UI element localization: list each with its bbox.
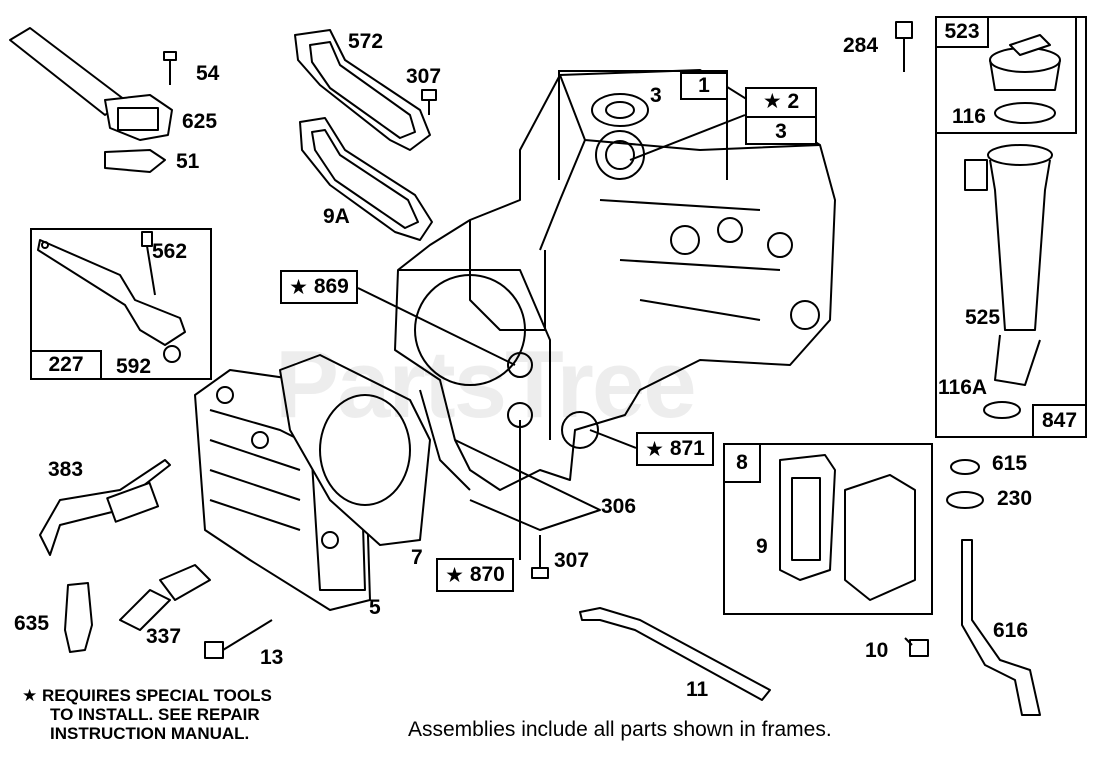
callout-847: 847	[1032, 404, 1087, 438]
frame-crankcase-assembly	[558, 70, 728, 180]
part-label-307-lower: 307	[554, 549, 590, 572]
bolt-307-top-part	[421, 89, 437, 115]
callout-870-label: 870	[469, 563, 505, 586]
head-gasket-bore	[319, 394, 411, 506]
spark-plug-boot-part	[64, 582, 93, 653]
part-label-11: 11	[686, 678, 709, 701]
star-symbol: ★	[645, 437, 664, 461]
callout-871: ★ 871	[636, 432, 714, 466]
note-line-2: TO INSTALL. SEE REPAIR	[50, 705, 260, 724]
part-label-592: 592	[116, 355, 152, 378]
part-label-625: 625	[182, 110, 218, 133]
spark-plug-part	[119, 564, 211, 631]
callout-2-3: ★ 2 3	[745, 87, 817, 145]
breather-assembly-part	[779, 454, 916, 601]
part-label-5: 5	[369, 596, 381, 619]
gasket-51-part	[104, 149, 166, 173]
frame-cap-assembly	[935, 16, 1077, 134]
part-label-9a: 9A	[323, 205, 350, 228]
part-label-635: 635	[14, 612, 50, 635]
dipstick-tube-part	[964, 144, 1053, 419]
gasket-572-part	[294, 29, 431, 151]
gasket-9a-part	[299, 117, 433, 241]
governor-lever-part	[37, 231, 186, 363]
star-symbol: ★	[762, 90, 782, 113]
part-label-230: 230	[997, 487, 1033, 510]
star-symbol: ★	[22, 686, 38, 705]
frame-breather-assembly	[723, 443, 933, 615]
cylinder-block-part	[394, 69, 836, 531]
callout-523: 523	[935, 16, 989, 48]
callout-1: 1	[680, 72, 728, 100]
gasket-572-inner	[309, 41, 416, 139]
part-label-562: 562	[152, 240, 188, 263]
part-label-13: 13	[260, 646, 284, 669]
washer-230-part	[946, 491, 984, 509]
callout-2-label: 2	[787, 90, 800, 113]
watermark: PartsTree	[275, 331, 697, 438]
leader-lines	[357, 114, 746, 560]
callout-870: ★ 870	[436, 558, 514, 592]
bolt-307-lower-part	[531, 535, 549, 579]
assemblies-footnote: Assemblies include all parts shown in fr…	[408, 718, 832, 741]
part-label-9: 9	[756, 535, 768, 558]
part-label-572: 572	[348, 30, 384, 53]
part-label-7: 7	[411, 546, 423, 569]
callout-869: ★ 869	[280, 270, 358, 304]
part-label-51: 51	[176, 150, 200, 173]
callout-3b-label: 3	[775, 120, 787, 143]
note-line-3: INSTRUCTION MANUAL.	[50, 724, 250, 743]
head-gasket-part	[279, 354, 431, 546]
part-label-337: 337	[146, 625, 182, 648]
part-label-116a: 116A	[938, 376, 988, 399]
gasket-9a-inner	[311, 129, 419, 229]
part-label-615: 615	[992, 452, 1028, 475]
part-label-306: 306	[601, 495, 637, 518]
part-label-54: 54	[196, 62, 220, 85]
callout-8: 8	[723, 443, 761, 483]
bolt-13-part	[204, 619, 273, 659]
special-tools-note: ★ REQUIRES SPECIAL TOOLS TO INSTALL. SEE…	[22, 686, 272, 743]
washer-615-part	[950, 459, 980, 475]
note-line-1: REQUIRES SPECIAL TOOLS	[41, 686, 272, 705]
part-label-3: 3	[650, 84, 662, 107]
dipstick-cap-part	[989, 34, 1061, 124]
part-label-284: 284	[843, 34, 879, 57]
part-label-10: 10	[865, 639, 889, 662]
callout-869-label: 869	[313, 275, 349, 298]
spark-plug-wrench-part	[39, 459, 171, 556]
dipstick-part	[961, 539, 1041, 716]
oil-seal-part	[591, 93, 649, 127]
star-symbol: ★	[445, 563, 464, 587]
bolt-10-part	[904, 637, 929, 657]
bolt-284-part	[895, 21, 913, 72]
tube-11-part	[579, 607, 771, 701]
frame-governor-assembly	[30, 228, 212, 380]
part-label-116: 116	[952, 105, 986, 128]
star-symbol: ★	[289, 275, 308, 299]
callout-871-label: 871	[669, 437, 705, 460]
part-label-307-top: 307	[406, 65, 442, 88]
part-label-525: 525	[965, 306, 1001, 329]
bolt-54-part	[163, 51, 177, 85]
part-label-616: 616	[993, 619, 1029, 642]
callout-227: 227	[30, 350, 102, 380]
part-label-383: 383	[48, 458, 84, 481]
breather-tube-part	[9, 27, 173, 141]
